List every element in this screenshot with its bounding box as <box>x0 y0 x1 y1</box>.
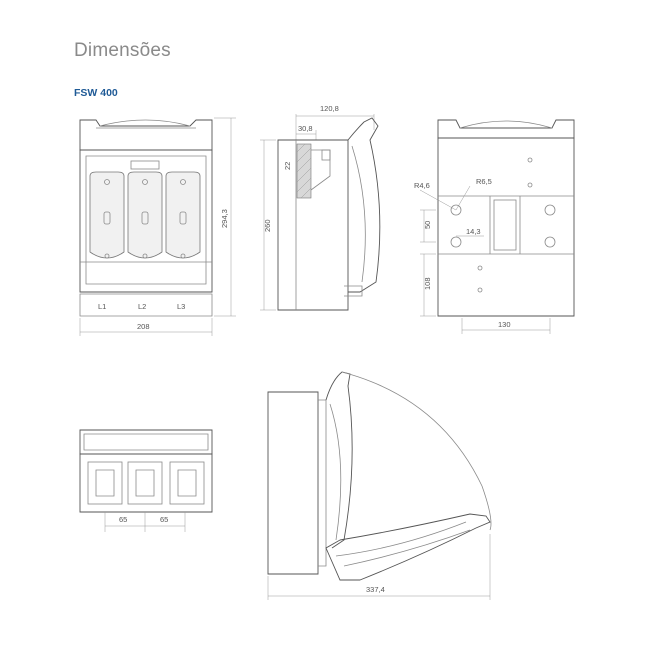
front-height-label: 294,3 <box>220 209 229 228</box>
phase-label: L3 <box>177 302 185 311</box>
pitch-label: 65 <box>160 515 168 524</box>
rear-view: R4,6 R6,5 50 14,3 108 130 <box>414 119 575 334</box>
page-title: Dimensões <box>74 40 171 61</box>
open-view: 337,4 <box>267 371 492 600</box>
side-inset-label: 30,8 <box>298 124 313 133</box>
rear-dim-label: 14,3 <box>466 227 481 236</box>
side-view: 120,8 30,8 22 260 <box>260 104 381 311</box>
front-width-label: 208 <box>137 322 150 331</box>
pitch-label: 65 <box>119 515 127 524</box>
phase-label: L2 <box>138 302 146 311</box>
rear-dim-label: 108 <box>423 277 432 290</box>
rear-radius-label: R6,5 <box>476 177 492 186</box>
side-offset-label: 22 <box>283 162 292 170</box>
rear-width-label: 130 <box>498 320 511 329</box>
phase-label: L1 <box>98 302 106 311</box>
rear-radius-label: R4,6 <box>414 181 430 190</box>
bottom-view: 65 65 <box>79 429 213 532</box>
side-height-label: 260 <box>263 219 272 232</box>
open-width-label: 337,4 <box>366 585 385 594</box>
front-view: L1 L2 L3 208 294,3 <box>79 117 236 336</box>
side-depth-label: 120,8 <box>320 104 339 113</box>
rear-dim-label: 50 <box>423 221 432 229</box>
product-code: FSW 400 <box>74 87 118 99</box>
